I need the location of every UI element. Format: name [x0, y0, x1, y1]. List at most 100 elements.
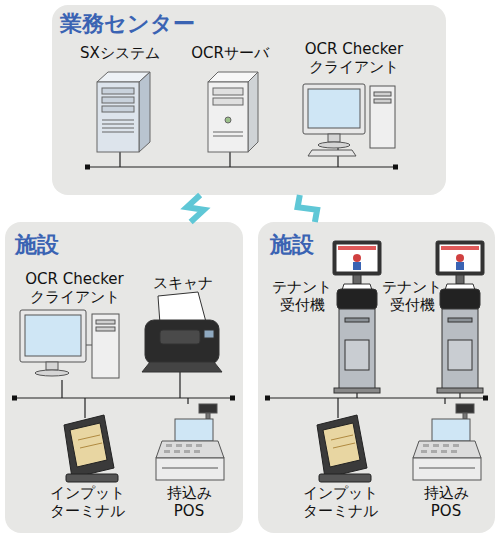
server-icon — [208, 72, 258, 152]
terminal-icon-part — [66, 474, 118, 482]
server-icon-part — [97, 82, 139, 152]
device-box: スキャナ — [140, 262, 225, 377]
network-wire-part — [229, 152, 230, 167]
kiosk-icon-part — [439, 244, 481, 272]
kiosk-icon-part — [456, 275, 464, 284]
server-icon-part — [102, 124, 134, 125]
device-box: OCRサーバ — [185, 40, 275, 158]
pos-register-icon-part — [156, 458, 224, 480]
pos-register-icon-part — [413, 441, 481, 458]
kiosk-icon-part — [353, 262, 361, 270]
pc-icon-part — [374, 92, 391, 96]
server-icon-part — [102, 106, 134, 112]
scanner-icon-part — [204, 330, 214, 338]
wireless-link — [187, 195, 204, 222]
site-panel: 施設OCR Checker クライアントスキャナインプット ターミナル持込み P… — [5, 222, 243, 533]
pos-register-icon-part — [206, 413, 210, 419]
pos-register-icon-part-part — [164, 450, 170, 453]
pos-register-icon-part-part — [431, 450, 437, 453]
pc-icon-part — [328, 134, 340, 142]
network-wire-part — [337, 148, 338, 167]
scanner-icon-part — [142, 362, 222, 372]
device-label: テナント 受付機 — [270, 278, 334, 314]
pos-register-icon-part-part — [453, 444, 459, 447]
pc-icon-part — [318, 142, 350, 148]
pos-register-icon-part — [156, 441, 224, 458]
kiosk-icon-part — [448, 340, 472, 370]
pc-icon-part — [96, 320, 115, 324]
wire-end-part — [393, 165, 398, 170]
server-icon-part — [213, 98, 243, 105]
pos-register-icon-part — [432, 419, 470, 441]
pc-icon-part — [86, 345, 92, 346]
pos-register-icon-part — [421, 444, 459, 453]
kiosk-icon-part — [353, 254, 361, 262]
kiosk-icon-part — [333, 241, 381, 275]
pc-icon-part — [46, 362, 58, 370]
network-wire-part — [61, 380, 62, 398]
device-label: スキャナ — [140, 274, 225, 292]
pc-icon-part — [92, 314, 119, 378]
kiosk-icon-part — [338, 246, 376, 250]
device-label: インプット ターミナル — [35, 484, 140, 520]
site-panel: 業務センターSXシステムOCRサーバOCR Checker クライアント — [52, 5, 446, 195]
terminal-icon-part — [78, 435, 100, 440]
scanner-icon-part — [160, 330, 200, 344]
kiosk-icon-part — [440, 289, 480, 309]
pc-icon-part — [96, 327, 115, 331]
server-icon-part — [139, 72, 150, 152]
kiosk-icon-part — [345, 340, 369, 370]
pc-icon-part — [303, 84, 365, 134]
terminal-icon — [64, 415, 118, 482]
pos-register-icon-part-part — [176, 444, 182, 447]
terminal-icon — [317, 415, 371, 482]
network-wire-part — [84, 398, 85, 418]
server-icon-part — [102, 97, 134, 103]
wire-end-part — [483, 396, 488, 401]
network-wire-part — [15, 397, 232, 398]
network-wire-part — [119, 152, 120, 167]
pc-icon-part — [374, 99, 391, 103]
server-icon-part — [97, 72, 150, 82]
pos-register-icon-part — [175, 419, 213, 441]
kiosk-icon-part — [456, 254, 464, 262]
wire-end — [12, 165, 488, 401]
pos-register-icon-part-part — [166, 444, 172, 447]
kiosk-icon-part — [353, 275, 361, 284]
pc-icon-part — [35, 370, 69, 376]
device-box: 持込み POS — [405, 402, 487, 524]
network-wire-part — [356, 393, 357, 398]
pc-icon-part — [308, 89, 360, 128]
wireless-link — [298, 195, 318, 222]
device-box: テナント 受付機 — [270, 236, 382, 394]
network-wire-part — [187, 398, 188, 404]
scanner-icon — [142, 292, 222, 372]
pos-register-icon-part-part — [451, 450, 457, 453]
server-icon-part — [208, 82, 248, 152]
kiosk-icon-part — [337, 289, 377, 309]
site-heading: 施設 — [270, 232, 314, 258]
server-icon-part — [213, 132, 243, 133]
kiosk-icon-part — [441, 246, 479, 250]
device-box: SXシステム — [75, 40, 165, 158]
pos-register-icon-part-part — [196, 444, 202, 447]
server-icon-part — [225, 117, 231, 123]
terminal-icon-part — [323, 423, 360, 467]
kiosk-icon-part — [336, 244, 378, 272]
device-label: OCRサーバ — [185, 44, 275, 62]
pos-register-icon-part-part — [423, 444, 429, 447]
kiosk-icon-part — [345, 318, 369, 322]
pc-icon — [20, 310, 119, 378]
pos-register-icon-part-part — [443, 444, 449, 447]
pos-register-icon-part — [162, 468, 218, 469]
terminal-icon-part — [331, 435, 353, 440]
pos-register-icon — [413, 404, 481, 480]
server-icon-part — [102, 120, 134, 121]
pc-icon-part — [25, 315, 81, 356]
server-icon-part — [208, 72, 258, 82]
server-icon-part — [102, 128, 134, 129]
server-icon-part — [102, 88, 134, 94]
pos-register-icon-part-part — [433, 444, 439, 447]
kiosk-icon-part — [445, 284, 475, 290]
kiosk-icon — [333, 241, 381, 393]
